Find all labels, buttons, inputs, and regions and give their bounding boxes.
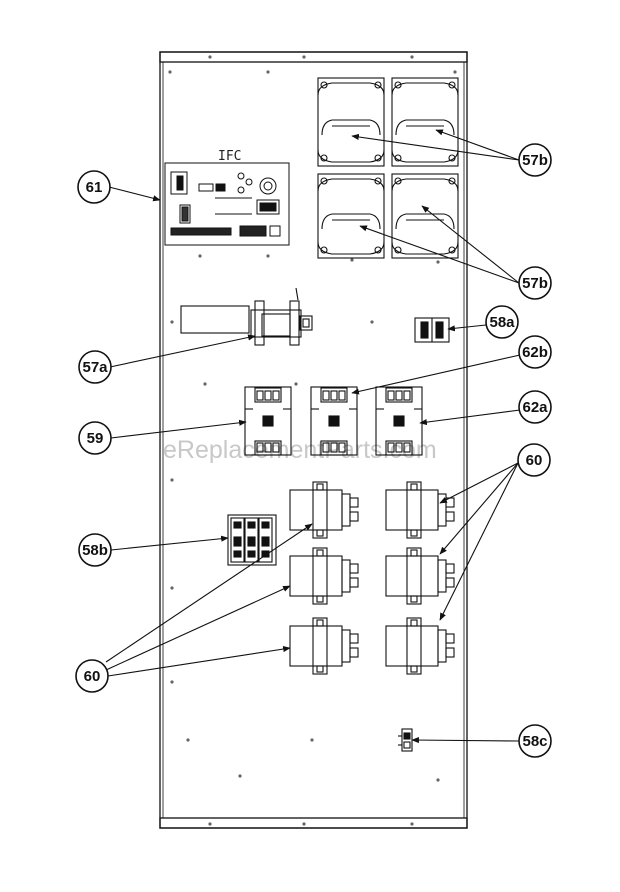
svg-text:57b: 57b — [522, 275, 548, 292]
panel — [159, 51, 468, 829]
callout-59: 59 — [78, 421, 112, 455]
transformer-top-left — [317, 77, 385, 167]
transformer-bottom-left — [317, 173, 385, 259]
svg-text:62a: 62a — [522, 399, 548, 416]
callout-57b-bottom: 57b — [518, 266, 552, 300]
callout-60-right: 60 — [517, 443, 551, 477]
terminal-58c — [398, 728, 413, 752]
capacitor-right-2 — [385, 547, 455, 605]
transformer-bottom-right — [391, 173, 459, 259]
svg-text:59: 59 — [87, 430, 104, 447]
svg-text:61: 61 — [86, 179, 103, 196]
callout-61: 61 — [77, 170, 111, 204]
svg-text:60: 60 — [84, 668, 101, 685]
terminal-block-58b — [227, 514, 277, 566]
svg-text:58a: 58a — [489, 314, 515, 331]
callout-57b-top: 57b — [518, 143, 552, 177]
leader-lines — [105, 129, 521, 744]
callout-58b: 58b — [78, 533, 112, 567]
panel-screw-holes — [168, 55, 457, 826]
callout-58c: 58c — [518, 724, 552, 758]
capacitor-right-1 — [385, 481, 455, 539]
transformer-top-right — [391, 77, 459, 167]
callout-58a: 58a — [485, 305, 519, 339]
capacitor-right-3 — [385, 617, 455, 675]
svg-text:62b: 62b — [522, 344, 548, 361]
svg-text:58c: 58c — [522, 733, 547, 750]
capacitor-left-2 — [289, 547, 359, 605]
callout-62b: 62b — [518, 335, 552, 369]
callout-60-left: 60 — [75, 659, 109, 693]
terminal-block-58a — [414, 317, 450, 343]
svg-text:57b: 57b — [522, 152, 548, 169]
svg-text:58b: 58b — [82, 542, 108, 559]
callout-62a: 62a — [518, 390, 552, 424]
callout-57a: 57a — [78, 350, 112, 384]
capacitor-left-1 — [289, 481, 359, 539]
capacitor-left-3 — [289, 617, 359, 675]
svg-text:57a: 57a — [82, 359, 108, 376]
relay-57a — [180, 287, 313, 346]
ifc-control-board — [164, 162, 290, 246]
svg-text:60: 60 — [526, 452, 543, 469]
board-label: IFC — [218, 149, 241, 164]
contactor-middle — [310, 386, 358, 456]
